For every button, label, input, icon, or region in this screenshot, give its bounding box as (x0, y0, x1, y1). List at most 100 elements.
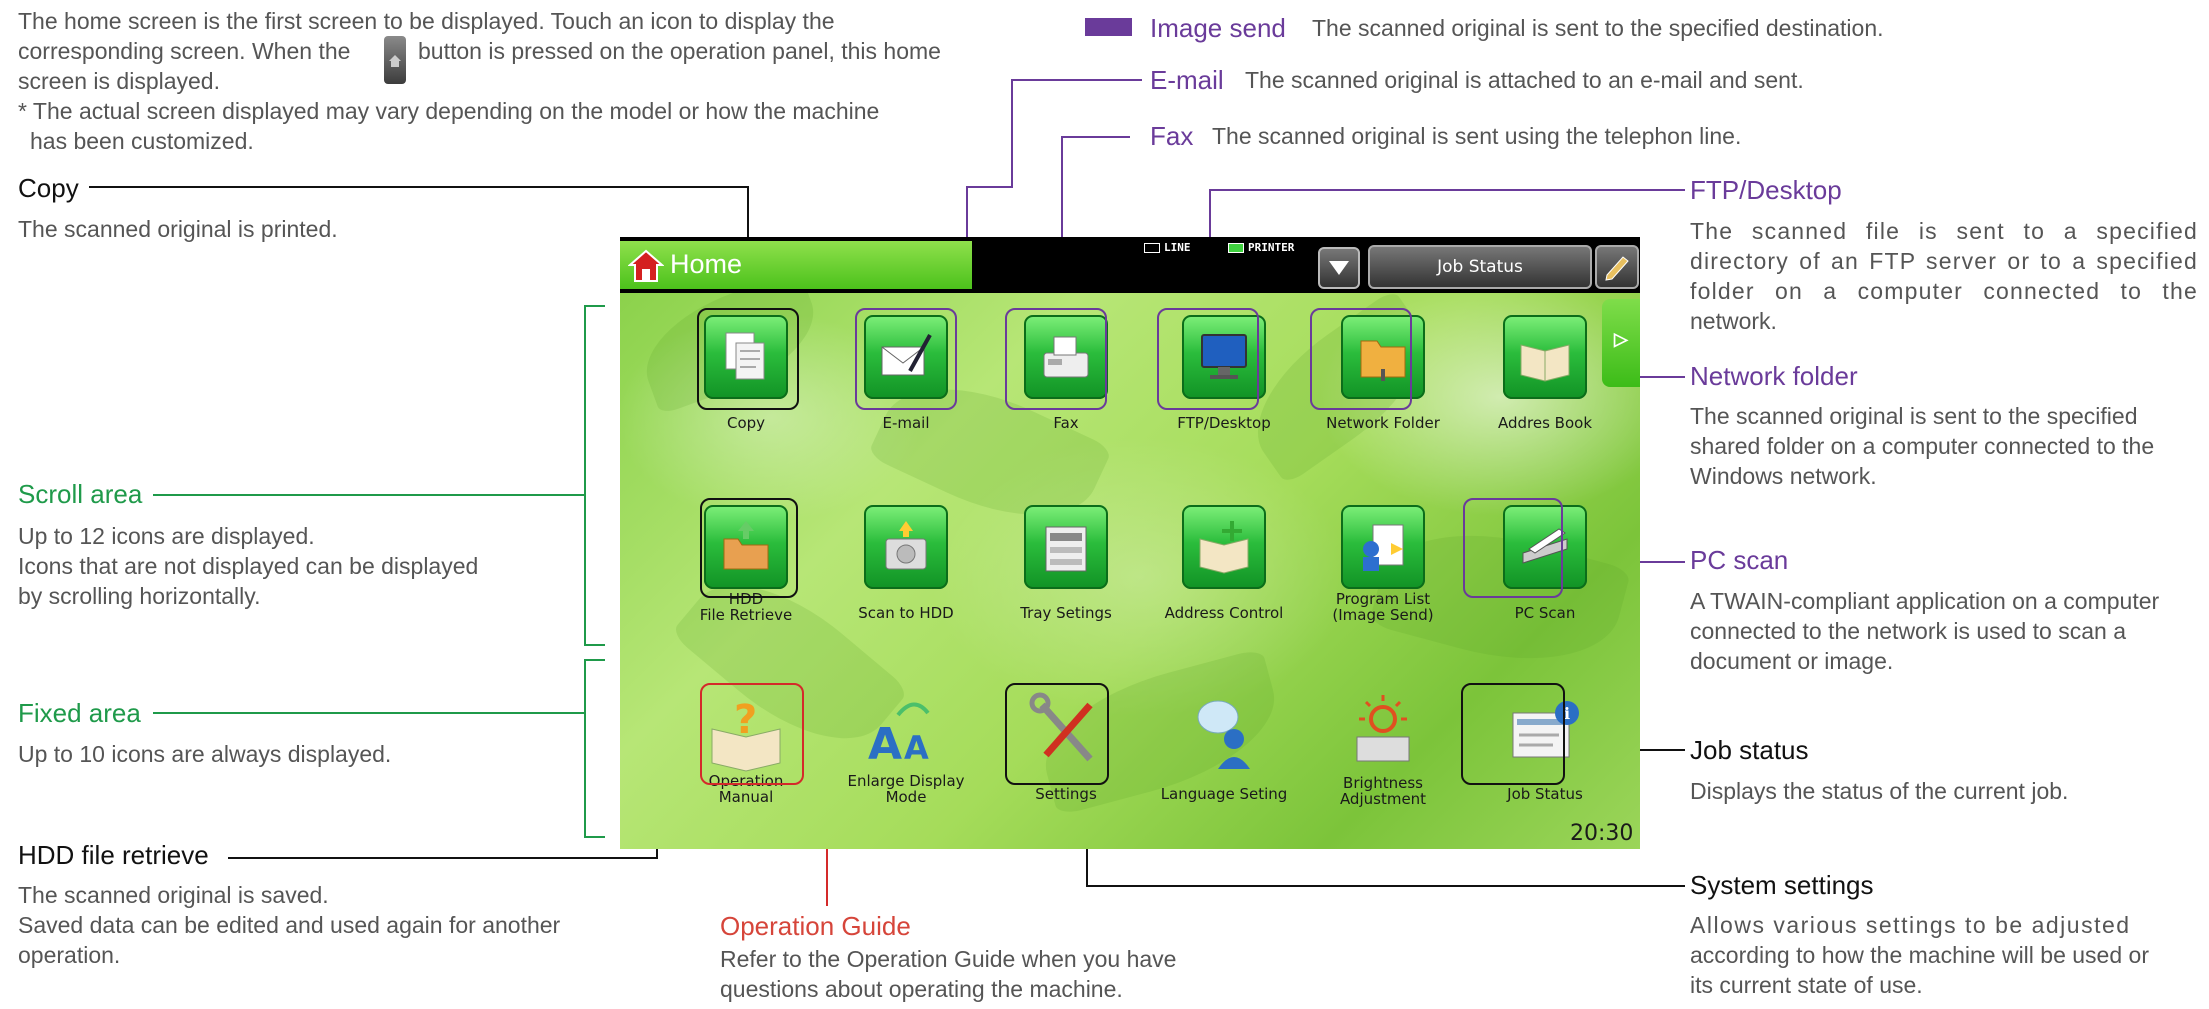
fixed-desc: Up to 10 icons are always displayed. (18, 741, 392, 767)
hdd-desc-3: operation. (18, 942, 121, 968)
pen-button[interactable] (1595, 245, 1639, 289)
ftp-desc-1: The scanned file is sent to a specified (1690, 218, 2198, 244)
job-status-button[interactable]: Job Status (1368, 245, 1592, 289)
scan-to-hdd-icon-tile[interactable]: Scan to HDD (858, 505, 954, 621)
intro-line-1: The home screen is the first screen to b… (18, 8, 835, 34)
copy-desc: The scanned original is printed. (18, 216, 338, 242)
email-highlight-frame (855, 308, 957, 410)
enlarge-display-line1: Enlarge Display (847, 772, 965, 790)
hdd-desc-1: The scanned original is saved. (18, 882, 329, 908)
fax-title: Fax (1150, 121, 1194, 151)
network-folder-label: Network Folder (1326, 414, 1440, 432)
dropdown-button[interactable] (1318, 247, 1360, 289)
hdd-highlight-frame (700, 498, 798, 598)
arrow-right-icon: ▷ (1614, 329, 1628, 349)
guide-highlight-frame (700, 683, 804, 785)
hdd-title: HDD file retrieve (18, 840, 209, 870)
email-icon (881, 334, 932, 376)
language-setting-icon-tile[interactable]: Language Seting (1161, 689, 1287, 803)
fixed-bracket (584, 659, 605, 838)
scroll-desc-1: Up to 12 icons are displayed. (18, 523, 315, 549)
fax-icon (1043, 336, 1089, 378)
jobstatus-desc: Displays the status of the current job. (1690, 778, 2069, 804)
image-send-swatch (1085, 18, 1132, 36)
address-book-icon-tile[interactable]: Addres Book (1498, 315, 1592, 431)
intro-line-2a: corresponding screen. When the (18, 38, 351, 64)
address-book-edit-icon (1199, 521, 1249, 574)
ftp-title: FTP/Desktop (1690, 175, 1842, 205)
ftp-highlight-frame (1157, 308, 1259, 410)
svg-text:A: A (904, 729, 929, 767)
copy-icon (725, 332, 765, 380)
language-icon (1197, 700, 1250, 769)
image-send-title: Image send (1150, 13, 1286, 43)
pcscan-desc-1: A TWAIN-compliant application on a compu… (1690, 588, 2160, 614)
image-send-desc: The scanned original is sent to the spec… (1312, 15, 1884, 41)
ftp-desc-2: directory of an FTP server or to a speci… (1690, 248, 2198, 274)
scan-to-hdd-label: Scan to HDD (858, 604, 954, 622)
tray-settings-icon-tile[interactable]: Tray Setings (1020, 505, 1112, 621)
scroll-desc-3: by scrolling horizontally. (18, 583, 261, 609)
scroll-desc-2: Icons that are not displayed can be disp… (18, 553, 479, 579)
fax-icon-tile[interactable]: Fax (1024, 315, 1108, 431)
pcscan-highlight-frame (1463, 498, 1563, 598)
copy-highlight-frame (697, 308, 799, 410)
system-desc-2: according to how the machine will be use… (1690, 942, 2149, 968)
fax-desc: The scanned original is sent using the t… (1212, 123, 1742, 149)
job-status-icon-tile[interactable]: i Job Status (1503, 689, 1587, 803)
email-icon-tile[interactable]: E-mail (864, 315, 948, 431)
home-icon (628, 249, 664, 282)
hdd-icon (885, 521, 927, 570)
program-list-line2: (Image Send) (1332, 606, 1434, 624)
fax-highlight-frame (1005, 308, 1107, 410)
intro-note-2: has been customized. (30, 128, 254, 154)
jobstatus-title: Job status (1690, 735, 1809, 765)
program-list-line1: Program List (1335, 590, 1431, 608)
program-list-icon-tile[interactable]: Program List(Image Send) (1332, 505, 1434, 623)
clock: 20:30 (1570, 821, 1634, 846)
ftp-desktop-label: FTP/Desktop (1177, 414, 1271, 432)
email-label: E-mail (882, 414, 930, 432)
fax-label: Fax (1053, 414, 1079, 432)
panel-background (620, 268, 1640, 849)
home-tab[interactable]: Home (620, 241, 972, 289)
guide-desc-2: questions about operating the machine. (720, 976, 1123, 1002)
tray-settings-label: Tray Setings (1020, 604, 1112, 622)
scanner-icon (1522, 528, 1568, 564)
language-setting-label: Language Seting (1160, 785, 1288, 803)
system-desc-1: Allows various settings to be adjusted (1690, 912, 2131, 938)
book-icon (1520, 344, 1570, 382)
panel-top-bar: Home LINE PRINTER Job Status (620, 237, 1640, 293)
fixed-title: Fixed area (18, 698, 141, 728)
netfolder-desc-2: shared folder on a computer connected to… (1690, 433, 2155, 459)
monitor-icon (1201, 334, 1247, 379)
job-status-label: Job Status (1507, 785, 1583, 803)
hdd-desc-2: Saved data can be edited and used again … (18, 912, 561, 938)
ftp-desktop-icon-tile[interactable]: FTP/Desktop (1177, 315, 1271, 431)
copy-icon-tile[interactable]: Copy (704, 315, 788, 431)
hdd-label-line2: File Retrieve (699, 606, 793, 624)
pcscan-title: PC scan (1690, 545, 1789, 575)
line-indicator (1144, 243, 1160, 253)
svg-text:?: ? (734, 697, 757, 743)
pc-scan-icon-tile[interactable]: PC Scan (1503, 505, 1587, 621)
system-title: System settings (1690, 870, 1874, 900)
settings-icon-tile[interactable]: Settings (1024, 689, 1108, 803)
brightness-line2: Adjustment (1339, 790, 1427, 808)
address-control-icon-tile[interactable]: Address Control (1165, 505, 1283, 621)
address-control-label: Address Control (1164, 604, 1284, 622)
scroll-side-tab[interactable]: ▷ (1602, 299, 1640, 387)
intro-note-1: * The actual screen displayed may vary d… (18, 98, 880, 124)
guide-title: Operation Guide (720, 911, 911, 941)
sun-icon (1356, 695, 1410, 762)
chevron-down-icon (1329, 261, 1349, 275)
netfolder-desc-1: The scanned original is sent to the spec… (1690, 403, 2138, 429)
enlarge-display-line2: Mode (885, 788, 927, 806)
